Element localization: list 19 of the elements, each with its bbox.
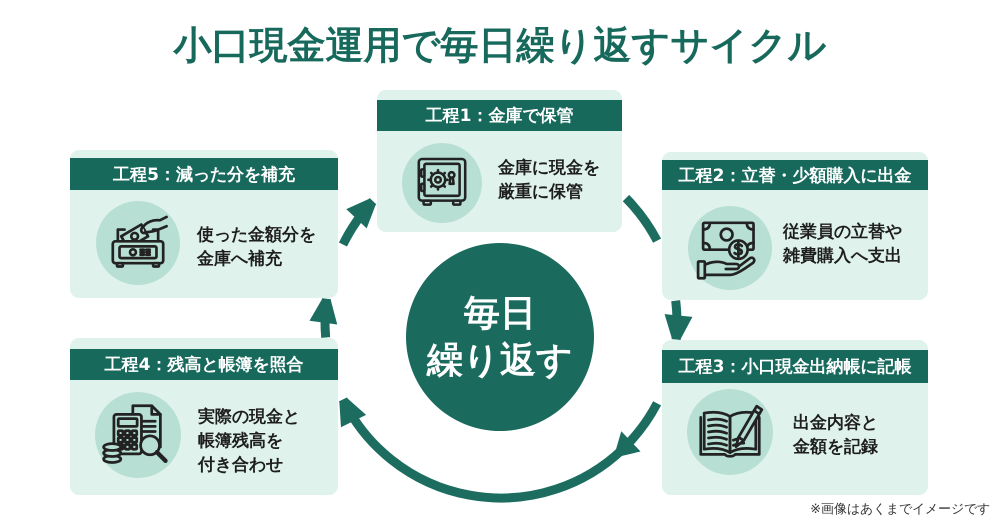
- center-label: 毎日繰り返す: [426, 292, 574, 383]
- step-header: 工程3：小口現金出納帳に記帳: [662, 350, 928, 383]
- step-description: 出金内容と金額を記録: [793, 412, 879, 459]
- step-description: 金庫に現金を厳重に保管: [498, 157, 601, 204]
- footnote: ※画像はあくまでイメージです: [810, 502, 990, 518]
- step-header: 工程5：減った分を補充: [70, 158, 338, 190]
- step-description: 使った金額分を金庫へ補充: [197, 224, 317, 271]
- step-header: 工程2：立替・少額購入に出金: [662, 160, 928, 190]
- step-header: 工程1：金庫で保管: [377, 100, 622, 131]
- step-card: [377, 90, 622, 232]
- step-card: [70, 338, 338, 495]
- diagram-title: 小口現金運用で毎日繰り返すサイクル: [174, 22, 826, 68]
- step-header: 工程4：残高と帳簿を照合: [70, 349, 338, 380]
- step-card: [662, 152, 928, 300]
- step-description: 従業員の立替や雑費購入へ支出: [783, 221, 903, 268]
- step-card: [70, 150, 338, 298]
- curved-connector: [622, 195, 661, 243]
- step-card: [662, 340, 928, 495]
- step-description: 実際の現金と帳簿残高を付き合わせ: [198, 406, 301, 477]
